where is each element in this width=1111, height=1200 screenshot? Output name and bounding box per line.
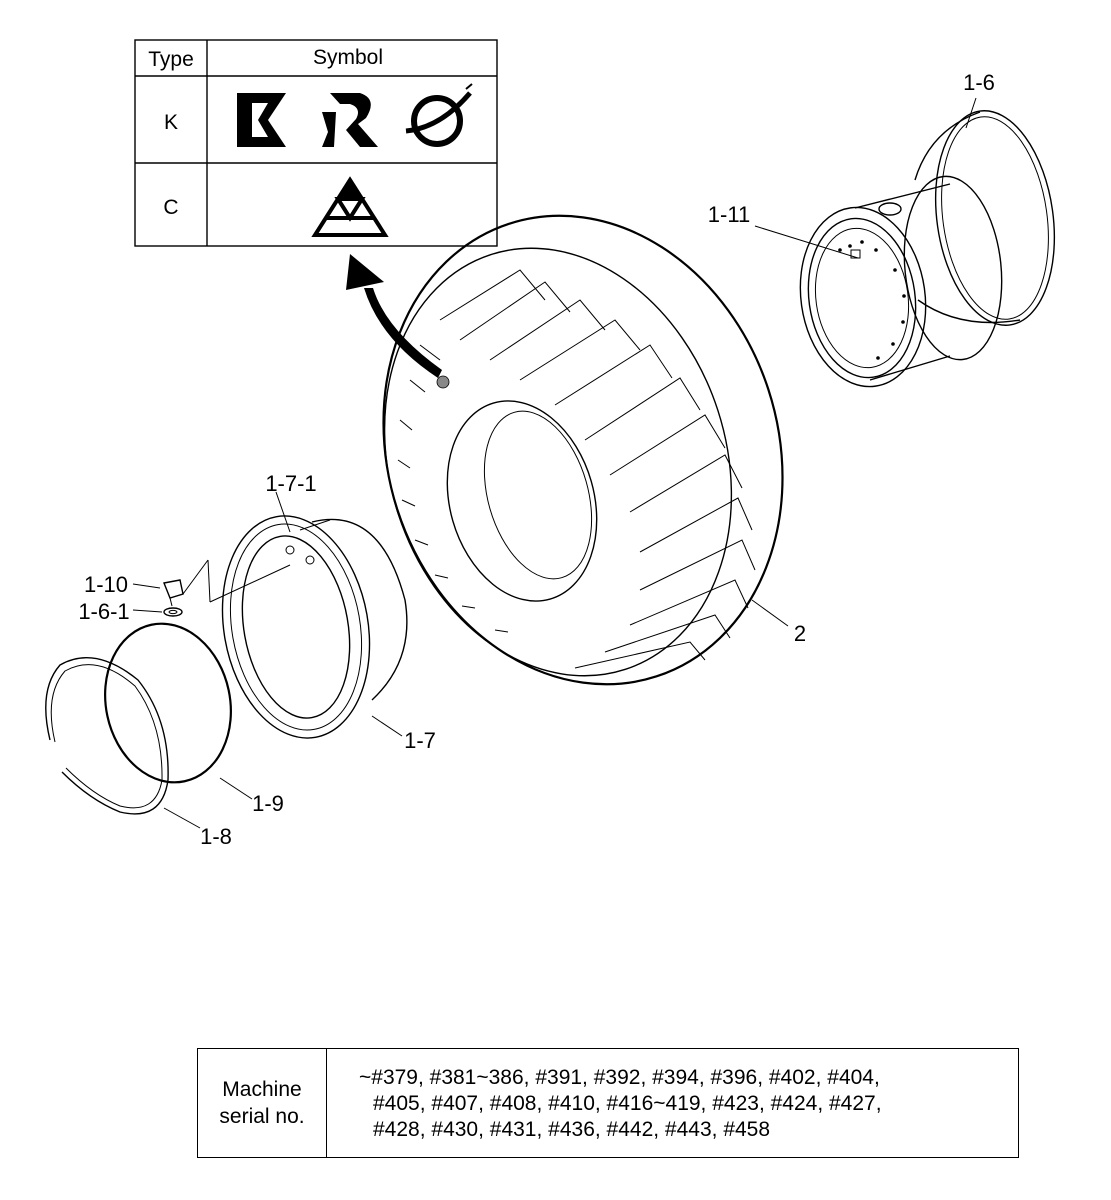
callout-1-7-1: 1-7-1 bbox=[265, 471, 316, 496]
callout-1-9: 1-9 bbox=[252, 791, 284, 816]
triforce-logo-icon bbox=[311, 176, 389, 237]
rim-part-1-6 bbox=[799, 110, 1056, 388]
callout-1-11: 1-11 bbox=[708, 202, 750, 227]
serial-line: #428, #430, #431, #436, #442, #443, #458 bbox=[373, 1118, 771, 1141]
callout-2: 2 bbox=[794, 621, 806, 646]
reference-arrow bbox=[346, 254, 450, 389]
serial-list: ~#379, #381~386, #391, #392, #394, #396,… bbox=[327, 1049, 1018, 1157]
ring-part-1-9 bbox=[104, 622, 232, 784]
small-parts-1-10-1-6-1 bbox=[163, 559, 291, 617]
symbol-table: Type Symbol K C bbox=[134, 39, 498, 247]
callout-1-8: 1-8 bbox=[200, 824, 232, 849]
callout-1-10: 1-10 bbox=[84, 572, 128, 597]
type-c-label: C bbox=[163, 196, 178, 219]
symbol-header: Symbol bbox=[313, 46, 383, 69]
k-logo-icon bbox=[237, 93, 286, 147]
callout-1-7: 1-7 bbox=[404, 728, 436, 753]
lockring-part-1-8 bbox=[45, 657, 169, 815]
type-k-label: K bbox=[164, 111, 178, 134]
serial-label: Machine serial no. bbox=[198, 1049, 327, 1157]
type-header: Type bbox=[148, 48, 194, 71]
callout-1-6-1: 1-6-1 bbox=[78, 599, 129, 624]
serial-line: #405, #407, #408, #410, #416~419, #423, … bbox=[373, 1092, 882, 1115]
globe-logo-icon bbox=[405, 83, 473, 147]
tire-part-2 bbox=[382, 214, 784, 686]
r-logo-icon bbox=[322, 93, 378, 147]
serial-line: ~#379, #381~386, #391, #392, #394, #396,… bbox=[359, 1066, 880, 1089]
serial-number-table: Machine serial no. ~#379, #381~386, #391… bbox=[197, 1048, 1019, 1158]
callout-1-6: 1-6 bbox=[963, 70, 995, 95]
flange-part-1-7 bbox=[221, 515, 408, 739]
leader-lines bbox=[132, 97, 977, 829]
